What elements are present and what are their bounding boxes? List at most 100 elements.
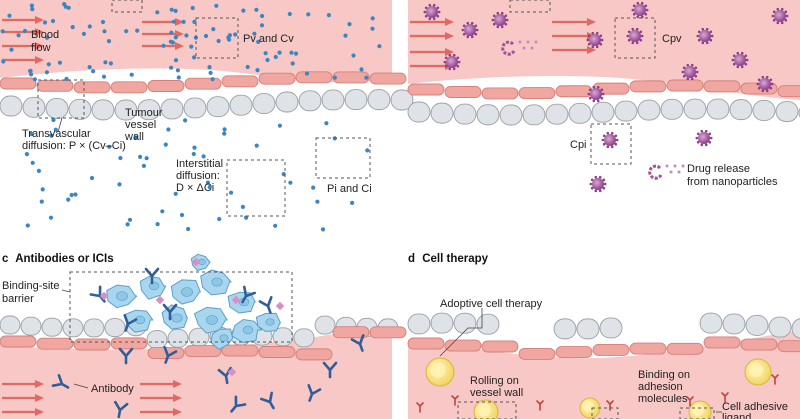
transvascular-label: Transvascular diffusion: P × (Cv–Ci)	[22, 128, 126, 152]
nanoparticle-spike	[645, 8, 649, 12]
drug-molecule-icon	[306, 12, 311, 17]
drug-molecule-icon	[22, 28, 28, 34]
rolling-box	[457, 401, 517, 419]
drug-molecule-icon	[263, 51, 268, 56]
drug-molecule-icon	[208, 70, 213, 75]
endothelial-cell	[629, 80, 667, 93]
drug-molecule-icon	[192, 55, 197, 60]
nanoparticle-spike	[423, 10, 427, 14]
nanoparticle-spike	[590, 186, 594, 190]
vessel-wall-cell	[293, 328, 315, 348]
nanoparticle-body	[684, 66, 696, 78]
vessel-wall-cell	[637, 99, 661, 121]
nanoparticle-spike	[744, 62, 748, 66]
drug-molecule-icon	[57, 60, 63, 65]
endothelial-cell	[184, 77, 222, 90]
tumour-cell-nucleus	[116, 291, 128, 301]
nanoparticle-spike	[610, 145, 614, 149]
drug-molecule-icon	[16, 33, 21, 38]
vessel-wall-cell	[476, 104, 500, 126]
nanoparticle-spike	[492, 22, 496, 26]
endothelial-cell	[36, 79, 74, 92]
nanoparticle-spike	[704, 143, 708, 147]
drug-molecule-icon	[103, 60, 108, 65]
binding-adhesion-label: Binding on adhesion molecules	[638, 369, 693, 405]
nanoparticle-spike	[701, 27, 705, 31]
nanoparticle-spike	[598, 189, 602, 193]
vessel-wall-cell	[568, 102, 592, 124]
nanoparticle-spike	[614, 134, 618, 138]
nanoparticle-spike	[705, 41, 709, 45]
vessel-wall-cell	[114, 99, 138, 121]
drug-molecule-icon	[50, 18, 56, 24]
panel-c-flow-arrows	[2, 380, 182, 416]
nanoparticle-body	[592, 178, 604, 190]
nanoparticle-spike	[784, 18, 788, 22]
antibody-shape	[51, 374, 70, 389]
arrow-icon	[35, 394, 44, 402]
nanoparticle-spike	[694, 66, 698, 70]
nanoparticle-icon	[461, 21, 479, 39]
vessel-wall-cell	[344, 89, 368, 111]
nanoparticle-spike	[644, 4, 648, 8]
nanoparticle-spike	[772, 18, 776, 22]
drug-molecule-icon	[155, 222, 160, 227]
released-drug-icon	[518, 40, 522, 44]
vessel-wall-cell	[768, 316, 792, 338]
nanoparticle-spike	[457, 60, 461, 64]
drug-molecule-icon	[36, 168, 42, 173]
arrow-icon	[175, 42, 184, 50]
arrow-icon	[587, 46, 596, 54]
drug-molecule-icon	[108, 61, 113, 66]
antigen-icon	[231, 295, 241, 305]
nanoparticle-spike	[606, 131, 610, 135]
drug-molecule-icon	[189, 44, 194, 49]
endothelial-cell	[666, 79, 704, 92]
antibody-icon	[241, 285, 256, 304]
nanoparticle-spike	[504, 14, 508, 18]
drug-molecule-icon	[370, 16, 375, 21]
drug-molecule-icon	[229, 190, 234, 195]
panel-a-box-pv	[195, 17, 239, 59]
nanoparticle-spike	[492, 14, 496, 18]
nanoparticle-spike	[602, 134, 606, 138]
vessel-wall-cell	[390, 89, 414, 111]
nanoparticle-spike	[695, 136, 699, 140]
tumour-cell-nucleus	[148, 281, 160, 291]
antibody-icon	[230, 395, 247, 413]
drug-molecule-icon	[233, 32, 238, 37]
nanoparticle-body	[494, 14, 506, 26]
nanoparticle-spike	[736, 51, 740, 55]
panel-d: d Cell therapy Adoptive cell therapy Rol…	[407, 253, 800, 419]
tumour-cell-icon	[200, 269, 232, 296]
nanoparticle-spike	[640, 34, 644, 38]
adhesion-molecule-icon	[686, 396, 694, 407]
drug-molecule-icon	[169, 65, 174, 70]
endothelial-cell	[147, 80, 185, 92]
endothelial-cell	[777, 340, 800, 353]
drug-molecule-icon	[254, 143, 259, 148]
antibody-icon	[163, 346, 178, 364]
drug-molecule-icon	[370, 26, 375, 31]
antibody-shape	[322, 361, 338, 379]
drug-molecule-icon	[288, 180, 293, 185]
antibody-shape	[230, 395, 247, 413]
panel-b-box-top	[509, 0, 551, 13]
nanoparticle-spike	[784, 10, 788, 14]
released-drug-icon	[669, 170, 673, 174]
nanoparticle-body	[629, 30, 641, 42]
antibody-shape	[260, 391, 275, 410]
drug-molecule-icon	[102, 29, 107, 34]
drug-molecule-icon	[256, 39, 261, 45]
nanoparticle-spike	[600, 96, 604, 100]
drug-release-icon	[648, 164, 663, 180]
drug-molecule-icon	[166, 127, 171, 132]
panel-d-vessel-wall-layer	[407, 312, 800, 340]
adoptive-leader	[439, 308, 483, 357]
nanoparticle-spike	[432, 17, 436, 21]
rolling-label: Rolling on vessel wall	[470, 375, 523, 399]
nanoparticle-spike	[474, 32, 478, 36]
vessel-wall-cell	[453, 312, 477, 334]
nanoparticle-spike	[602, 178, 606, 182]
antigen-icon	[227, 367, 237, 377]
